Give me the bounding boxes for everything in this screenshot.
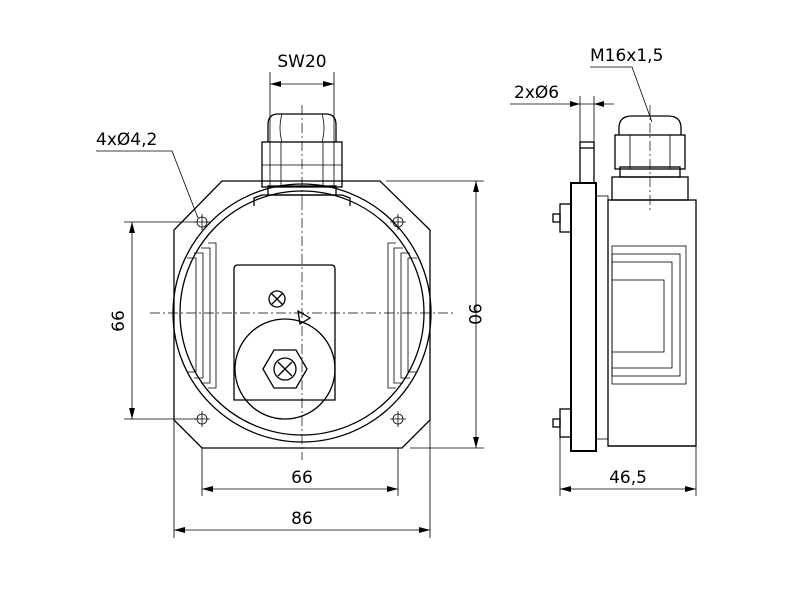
side-view — [552, 105, 697, 452]
front-dimensions: SW20 4xØ4,2 66 90 66 86 — [96, 52, 484, 538]
hex-nut-icon — [262, 349, 308, 389]
front-view — [150, 105, 455, 460]
cross-circle-icon — [268, 290, 286, 308]
side-flange — [570, 182, 597, 452]
cable-gland-front — [253, 105, 351, 206]
label-sw: SW20 — [277, 52, 326, 72]
rotary-knob — [234, 318, 336, 420]
left-ribs — [187, 242, 217, 389]
label-depth: 46,5 — [609, 468, 647, 488]
label-pins: 2xØ6 — [514, 83, 559, 103]
cable-gland-side — [611, 105, 689, 210]
side-pins — [552, 203, 572, 438]
label-height-total: 90 — [464, 303, 484, 325]
label-height-left: 66 — [109, 310, 129, 332]
label-width-holes: 66 — [291, 468, 313, 488]
mounting-holes — [194, 214, 406, 427]
cover-plate — [233, 264, 336, 401]
side-body — [607, 199, 697, 447]
label-width-total: 86 — [291, 509, 313, 529]
triangle-marker-icon — [297, 309, 312, 326]
right-ribs — [387, 242, 417, 389]
label-holes: 4xØ4,2 — [96, 130, 157, 150]
side-dimensions: M16x1,5 2xØ6 46,5 — [510, 46, 697, 496]
label-thread: M16x1,5 — [590, 46, 663, 66]
